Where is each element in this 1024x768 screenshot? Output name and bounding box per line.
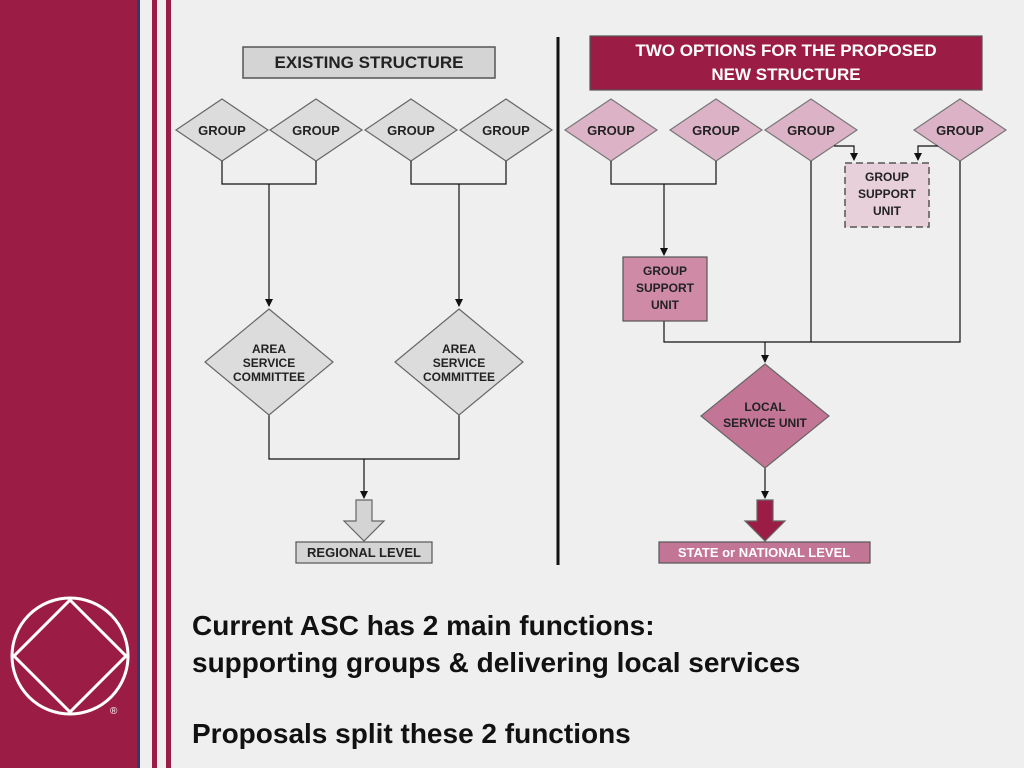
svg-text:COMMITTEE: COMMITTEE xyxy=(423,370,495,384)
na-logo-icon xyxy=(10,596,130,716)
caption-line-3: Proposals split these 2 functions xyxy=(192,718,631,749)
svg-text:GROUP: GROUP xyxy=(936,123,984,138)
divider-stripe-2 xyxy=(166,0,171,768)
asc-node: AREA SERVICE COMMITTEE xyxy=(394,308,524,416)
proposed-title-box xyxy=(589,35,983,91)
existing-title: EXISTING STRUCTURE xyxy=(275,53,464,72)
registered-mark: ® xyxy=(110,706,118,717)
svg-text:GROUP: GROUP xyxy=(387,123,435,138)
svg-text:AREA: AREA xyxy=(442,342,476,356)
existing-structure: EXISTING STRUCTURE GROUP GROUP GROUP GRO… xyxy=(174,46,554,564)
svg-text:GROUP: GROUP xyxy=(198,123,246,138)
svg-text:GROUP: GROUP xyxy=(587,123,635,138)
state-arrow-icon xyxy=(743,499,787,542)
divider-stripe-1 xyxy=(152,0,157,768)
group-node: GROUP xyxy=(174,98,270,162)
structure-diagram: EXISTING STRUCTURE GROUP GROUP GROUP GRO… xyxy=(174,35,1008,565)
caption-block: Current ASC has 2 main functions: suppor… xyxy=(192,607,800,681)
caption-line-1: Current ASC has 2 main functions: xyxy=(192,610,655,641)
svg-text:COMMITTEE: COMMITTEE xyxy=(233,370,305,384)
group-node: GROUP xyxy=(668,98,764,162)
svg-text:GROUP: GROUP xyxy=(643,264,687,278)
svg-text:GROUP: GROUP xyxy=(787,123,835,138)
state-level-box xyxy=(658,541,871,564)
gsu-box: GROUP SUPPORT UNIT xyxy=(622,256,708,322)
regional-level-label: REGIONAL LEVEL xyxy=(307,545,421,560)
proposed-connectors xyxy=(610,145,961,499)
sidebar-edge xyxy=(137,0,140,768)
group-node: GROUP xyxy=(912,98,1008,162)
existing-connectors xyxy=(221,161,507,499)
group-node: GROUP xyxy=(563,98,659,162)
svg-text:GROUP: GROUP xyxy=(482,123,530,138)
caption-line-2: supporting groups & delivering local ser… xyxy=(192,647,801,678)
regional-arrow-icon xyxy=(342,499,386,542)
existing-title-box xyxy=(242,46,496,79)
svg-text:UNIT: UNIT xyxy=(651,298,680,312)
svg-text:LOCAL: LOCAL xyxy=(744,400,785,414)
group-node: GROUP xyxy=(268,98,364,162)
gsu-optional-box: GROUP SUPPORT UNIT xyxy=(844,162,930,228)
regional-level-box xyxy=(295,541,433,564)
sidebar xyxy=(0,0,137,768)
group-node: GROUP xyxy=(458,98,554,162)
svg-text:GROUP: GROUP xyxy=(865,170,909,184)
group-node: GROUP xyxy=(763,98,859,162)
proposed-title-line2: NEW STRUCTURE xyxy=(711,65,860,84)
svg-text:UNIT: UNIT xyxy=(873,204,902,218)
lsu-node: LOCAL SERVICE UNIT xyxy=(700,363,830,469)
svg-text:SERVICE: SERVICE xyxy=(243,356,295,370)
asc-node: AREA SERVICE COMMITTEE xyxy=(204,308,334,416)
svg-text:GROUP: GROUP xyxy=(292,123,340,138)
svg-text:SERVICE UNIT: SERVICE UNIT xyxy=(723,416,807,430)
proposed-structure: TWO OPTIONS FOR THE PROPOSED NEW STRUCTU… xyxy=(563,35,1008,564)
svg-text:AREA: AREA xyxy=(252,342,286,356)
state-level-label: STATE or NATIONAL LEVEL xyxy=(678,545,850,560)
svg-text:SERVICE: SERVICE xyxy=(433,356,485,370)
group-node: GROUP xyxy=(363,98,459,162)
svg-text:GROUP: GROUP xyxy=(692,123,740,138)
svg-text:SUPPORT: SUPPORT xyxy=(858,187,917,201)
proposed-title-line1: TWO OPTIONS FOR THE PROPOSED xyxy=(635,41,936,60)
svg-text:SUPPORT: SUPPORT xyxy=(636,281,695,295)
